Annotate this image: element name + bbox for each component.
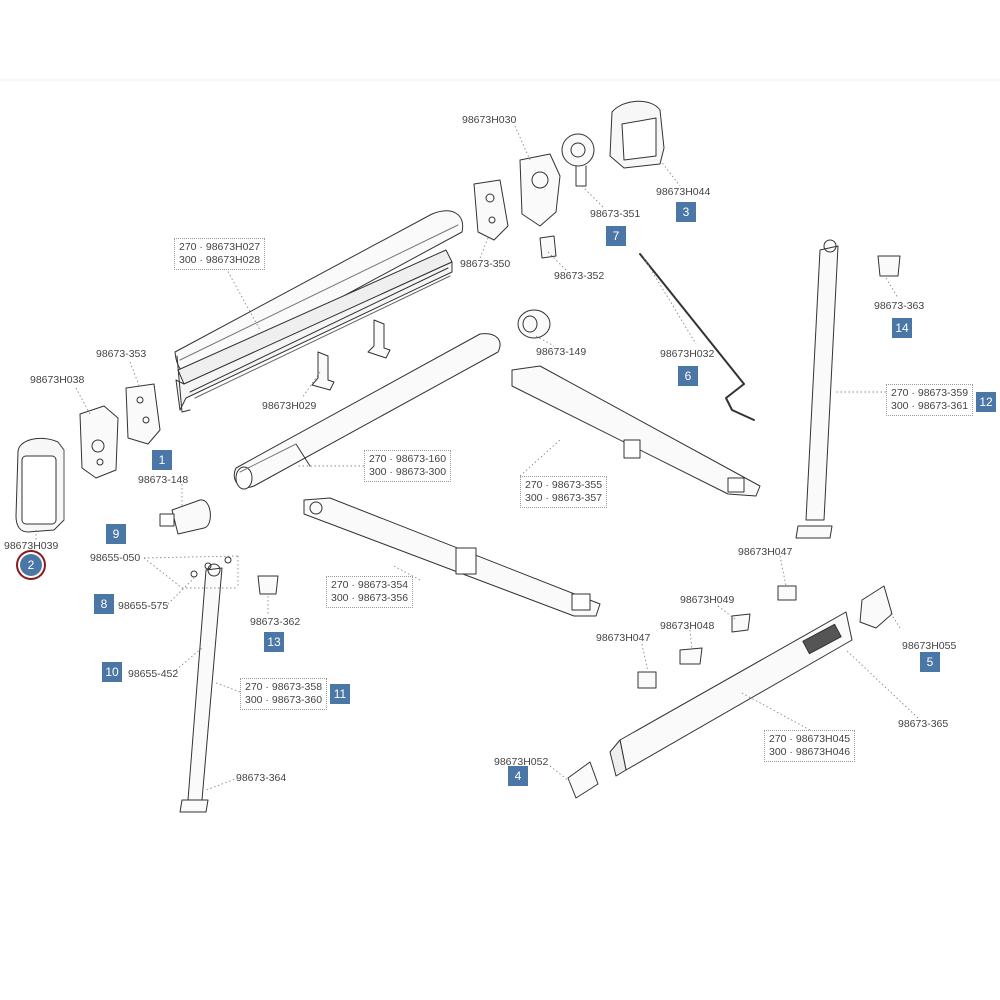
label-98673h047-a: 98673H047 [738, 546, 793, 558]
label-98673h038: 98673H038 [30, 374, 85, 386]
badge-13[interactable]: 13 [264, 632, 284, 652]
bushing-352[interactable] [539, 235, 557, 259]
box-leg-left: 270 · 98673-358 300 · 98673-360 [240, 678, 328, 710]
label-98673-149: 98673-149 [536, 346, 587, 358]
bracket-362[interactable] [257, 575, 279, 595]
label-98673h055: 98673H055 [902, 640, 957, 652]
label-98655-452: 98655-452 [128, 668, 179, 680]
box-line: 300 · 98673-357 [525, 492, 603, 504]
roller-tube-part[interactable] [233, 333, 501, 490]
label-98673h052: 98673H052 [494, 756, 549, 768]
label-98673h029: 98673H029 [262, 400, 317, 412]
badge-12[interactable]: 12 [976, 392, 996, 412]
label-98655-050: 98655-050 [90, 552, 141, 564]
roller-end-148[interactable] [159, 499, 211, 535]
bracket-h029-part[interactable] [311, 319, 391, 391]
label-98673-365: 98673-365 [898, 718, 949, 730]
box-line: 300 · 98673H028 [179, 254, 261, 266]
label-98673-363: 98673-363 [874, 300, 925, 312]
bushing-149[interactable] [517, 309, 551, 339]
box-line: 270 · 98673-160 [369, 453, 447, 465]
right-end-plate-350[interactable] [473, 179, 509, 241]
label-98673-351: 98673-351 [590, 208, 641, 220]
badge-14[interactable]: 14 [892, 318, 912, 338]
badge-11[interactable]: 11 [330, 684, 350, 704]
label-98673-353: 98673-353 [96, 348, 147, 360]
support-leg-right[interactable] [795, 239, 839, 539]
label-98673h048: 98673H048 [660, 620, 715, 632]
box-front-profile: 270 · 98673H027 300 · 98673H028 [174, 238, 266, 270]
badge-1[interactable]: 1 [152, 450, 172, 470]
label-98673-364: 98673-364 [236, 772, 287, 784]
right-end-cap-h044[interactable] [609, 100, 665, 169]
badge-10[interactable]: 10 [102, 662, 122, 682]
badge-2-selected[interactable]: 2 [20, 554, 42, 576]
badge-9[interactable]: 9 [106, 524, 126, 544]
lead-rail-part[interactable] [609, 611, 853, 777]
upper-arm-right[interactable] [511, 365, 761, 497]
box-line: 300 · 98673-361 [891, 400, 969, 412]
label-98673-350: 98673-350 [460, 258, 511, 270]
badge-3[interactable]: 3 [676, 202, 696, 222]
badge-5[interactable]: 5 [920, 652, 940, 672]
box-leg-right: 270 · 98673-359 300 · 98673-361 [886, 384, 974, 416]
box-line: 300 · 98673-360 [245, 694, 323, 706]
box-line: 270 · 98673-355 [525, 479, 603, 491]
box-line: 300 · 98673H046 [769, 746, 851, 758]
box-line: 270 · 98673-359 [891, 387, 969, 399]
bracket-363[interactable] [877, 255, 901, 277]
label-98673-362: 98673-362 [250, 616, 301, 628]
upper-arm-left[interactable] [303, 497, 601, 617]
left-end-plate-353[interactable] [125, 383, 161, 445]
box-line: 270 · 98673H027 [179, 241, 261, 253]
box-upper-arm-right: 270 · 98673-355 300 · 98673-357 [520, 476, 608, 508]
label-98673-352: 98673-352 [554, 270, 605, 282]
badge-7[interactable]: 7 [606, 226, 626, 246]
rail-end-cap-h055[interactable] [859, 585, 893, 629]
label-98673h030: 98673H030 [462, 114, 517, 126]
label-98655-575: 98655-575 [118, 600, 169, 612]
badge-4[interactable]: 4 [508, 766, 528, 786]
label-98673-148: 98673-148 [138, 474, 189, 486]
label-98673h047-b: 98673H047 [596, 632, 651, 644]
label-98673h039: 98673H039 [4, 540, 59, 552]
label-98673h044: 98673H044 [656, 186, 711, 198]
label-98673h049: 98673H049 [680, 594, 735, 606]
box-roller-tube: 270 · 98673-160 300 · 98673-300 [364, 450, 452, 482]
badge-8[interactable]: 8 [94, 594, 114, 614]
box-line: 270 · 98673-358 [245, 681, 323, 693]
front-profile-part[interactable] [174, 210, 464, 413]
right-end-bracket-h030[interactable] [519, 153, 561, 227]
box-line: 270 · 98673H045 [769, 733, 851, 745]
gear-351[interactable] [561, 133, 595, 187]
box-upper-arm-left: 270 · 98673-354 300 · 98673-356 [326, 576, 414, 608]
crank-handle-h032[interactable] [639, 253, 755, 421]
rail-end-cap-h052[interactable] [567, 761, 599, 799]
label-98673h032: 98673H032 [660, 348, 715, 360]
left-end-bracket-h038[interactable] [79, 405, 119, 479]
left-end-cap-h039[interactable] [15, 437, 65, 533]
badge-6[interactable]: 6 [678, 366, 698, 386]
clips-part[interactable] [637, 585, 797, 689]
box-line: 270 · 98673-354 [331, 579, 409, 591]
box-line: 300 · 98673-356 [331, 592, 409, 604]
box-line: 300 · 98673-300 [369, 466, 447, 478]
box-lead-rail: 270 · 98673H045 300 · 98673H046 [764, 730, 856, 762]
support-leg-left[interactable] [179, 563, 223, 813]
